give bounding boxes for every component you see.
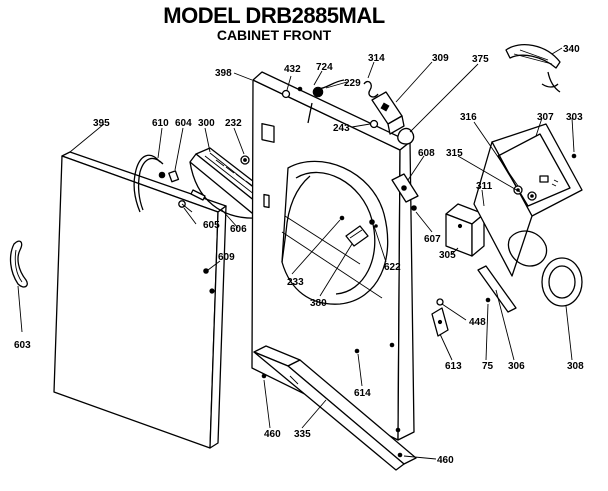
seal-308 xyxy=(541,257,583,307)
callout-311: 311 xyxy=(476,181,493,192)
screw-75 xyxy=(485,297,491,303)
callout-395: 395 xyxy=(93,118,110,129)
screw-243 xyxy=(369,119,379,129)
screw-460-left xyxy=(261,373,267,379)
hinge-613 xyxy=(431,307,449,337)
callout-606: 606 xyxy=(230,224,247,235)
switch-380 xyxy=(345,225,369,247)
bracket-606 xyxy=(190,189,206,201)
callout-229: 229 xyxy=(344,78,361,89)
callout-340: 340 xyxy=(563,44,580,55)
screw-460-right xyxy=(397,452,403,458)
screw-432 xyxy=(281,89,291,99)
callout-380: 380 xyxy=(310,298,327,309)
callout-314: 314 xyxy=(368,53,385,64)
callout-613: 613 xyxy=(445,361,462,372)
screw-232 xyxy=(240,155,250,165)
diagram-title: MODEL DRB2885MAL xyxy=(163,3,385,28)
callout-315: 315 xyxy=(446,148,463,159)
callout-303: 303 xyxy=(566,112,583,123)
bracket-608 xyxy=(391,173,419,203)
screw-614 xyxy=(354,348,360,354)
callout-448: 448 xyxy=(469,317,486,328)
callout-604: 604 xyxy=(175,118,192,129)
callout-610: 610 xyxy=(152,118,169,129)
callout-316: 316 xyxy=(460,112,477,123)
callout-labels: 398 432 724 229 314 309 375 340 395 610 … xyxy=(14,44,584,466)
callout-605: 605 xyxy=(203,220,220,231)
door-handle-603 xyxy=(9,240,28,288)
callout-603: 603 xyxy=(14,340,31,351)
trim-340 xyxy=(505,44,561,93)
wire-229 xyxy=(307,79,345,124)
callout-398: 398 xyxy=(215,68,232,79)
screw-724 xyxy=(297,86,303,92)
bulkhead-307 xyxy=(473,123,583,277)
screw-448 xyxy=(436,298,444,306)
callout-308: 308 xyxy=(567,361,584,372)
callout-460-right: 460 xyxy=(437,455,454,466)
screw-233 xyxy=(339,215,345,221)
callout-243: 243 xyxy=(333,123,350,134)
screw-605 xyxy=(178,200,193,213)
callout-233: 233 xyxy=(287,277,304,288)
callout-307: 307 xyxy=(537,112,554,123)
callout-432: 432 xyxy=(284,64,301,75)
callout-724: 724 xyxy=(316,62,333,73)
screw-609 xyxy=(203,268,209,274)
callout-300: 300 xyxy=(198,118,215,129)
switch-375 xyxy=(397,127,415,145)
callout-375: 375 xyxy=(472,54,489,65)
screw-607 xyxy=(411,205,417,211)
diagram-subtitle: CABINET FRONT xyxy=(216,27,332,43)
callout-75: 75 xyxy=(482,361,494,372)
spring-314 xyxy=(363,80,379,98)
callout-622: 622 xyxy=(384,262,401,273)
latch-309 xyxy=(371,91,405,135)
wire-harness-610 xyxy=(133,154,166,213)
callout-232: 232 xyxy=(225,118,242,129)
clip-604 xyxy=(168,170,180,183)
callout-335: 335 xyxy=(294,429,311,440)
callout-460-left: 460 xyxy=(264,429,281,440)
screw-303 xyxy=(571,153,577,159)
callout-306: 306 xyxy=(508,361,525,372)
callout-609: 609 xyxy=(218,252,235,263)
callout-305: 305 xyxy=(439,250,456,261)
bracket-622 xyxy=(369,219,378,228)
leader-lines xyxy=(17,47,575,460)
screw-233-lower xyxy=(209,288,215,294)
control-box-305 xyxy=(445,203,485,257)
callout-614: 614 xyxy=(354,388,371,399)
callout-607: 607 xyxy=(424,234,441,245)
door-panel-395 xyxy=(53,151,227,449)
callout-608: 608 xyxy=(418,148,435,159)
toe-kick-335 xyxy=(253,345,417,471)
callout-309: 309 xyxy=(432,53,449,64)
